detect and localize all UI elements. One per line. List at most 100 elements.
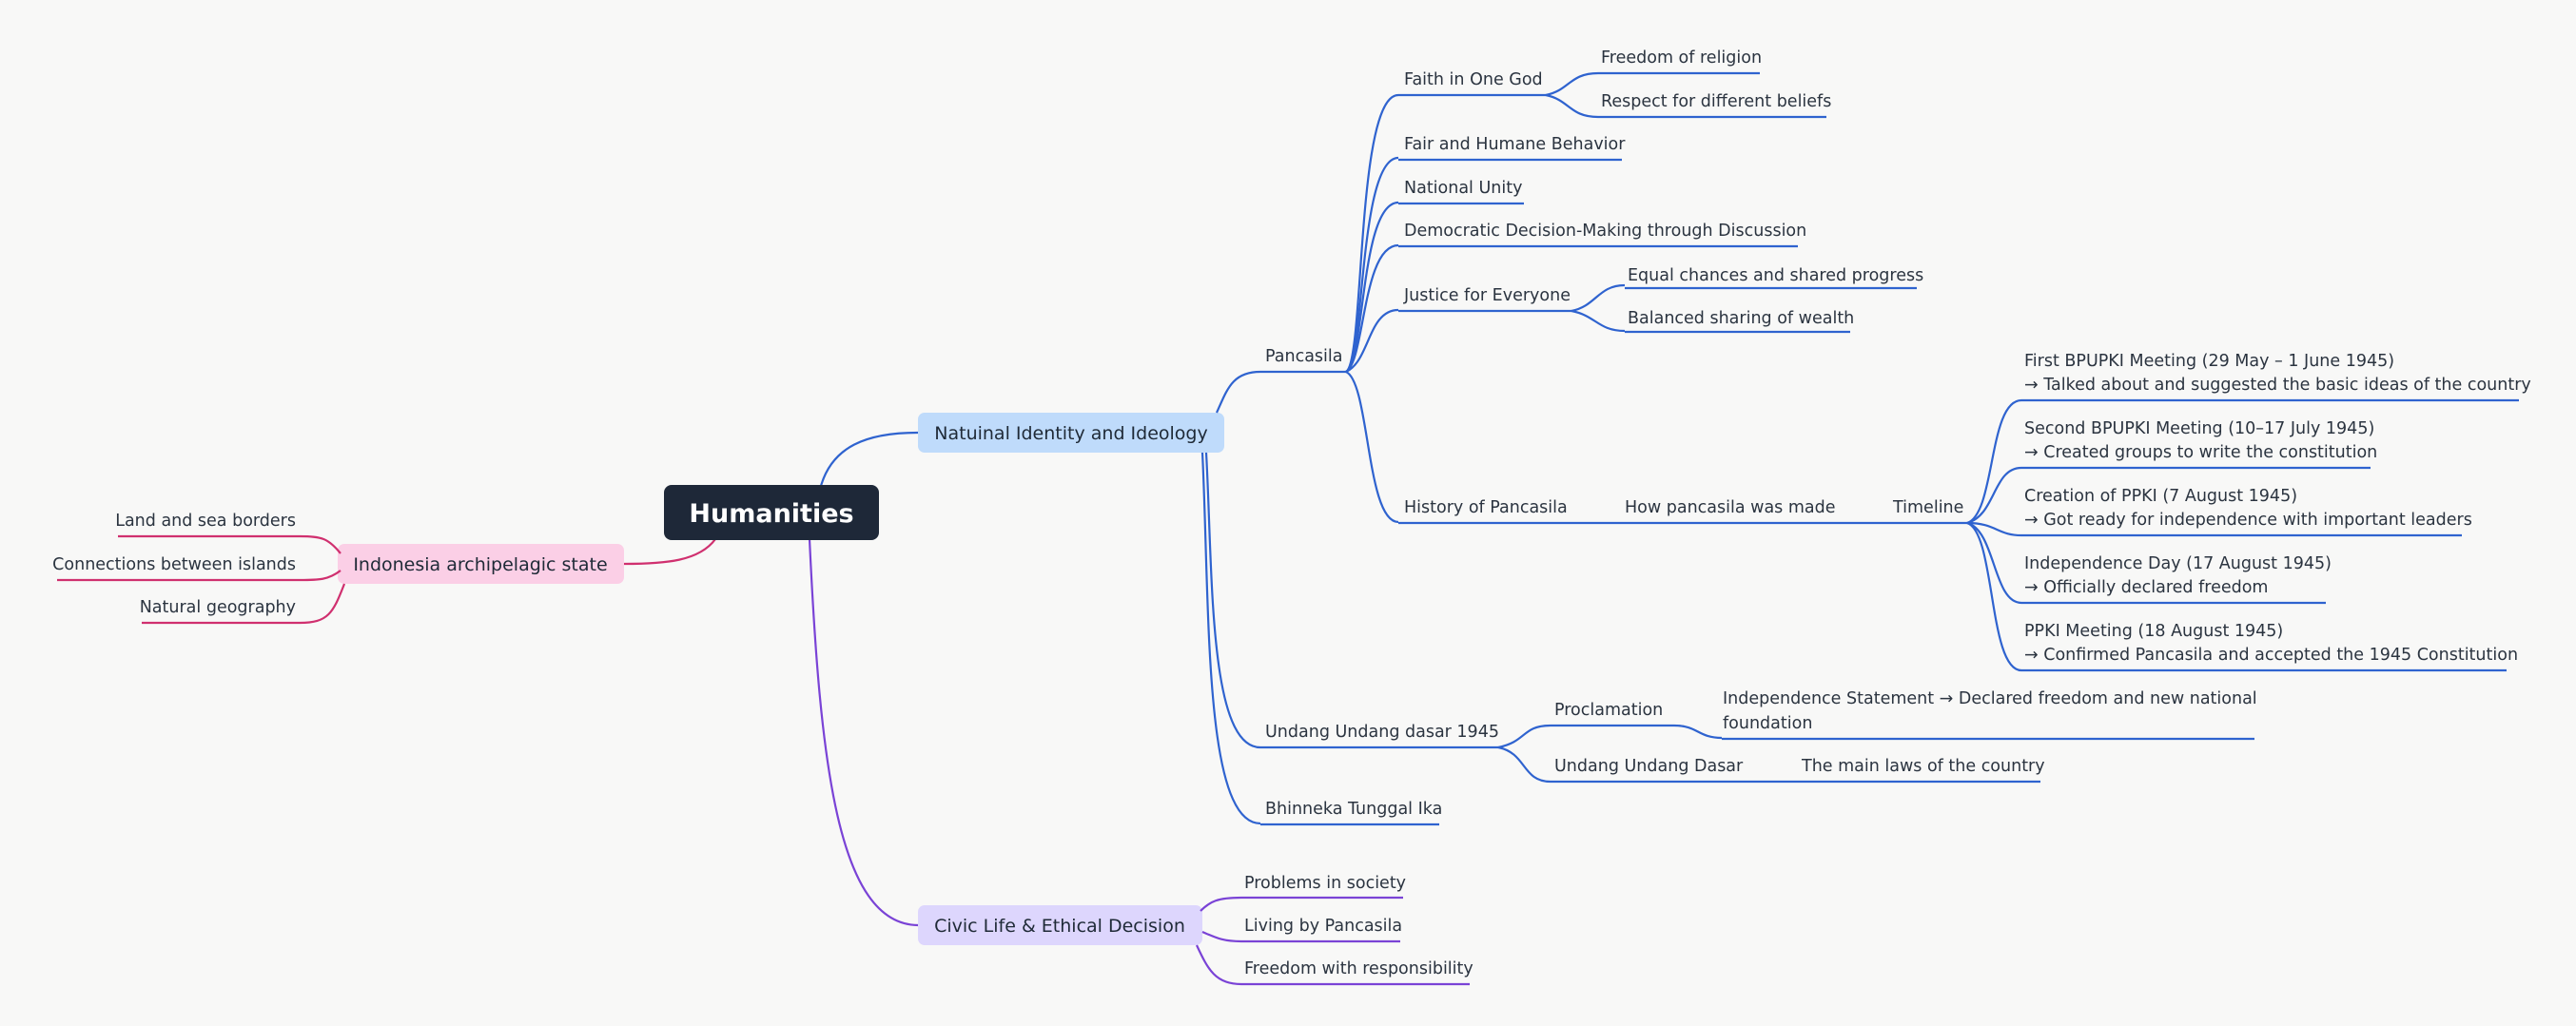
timeline-label: Timeline xyxy=(1892,498,1963,517)
proclamation-statement[interactable]: Independence Statement → Declared freedo… xyxy=(1722,689,2257,741)
democratic-node[interactable]: Democratic Decision-Making through Discu… xyxy=(1398,222,1806,248)
civic-node-box xyxy=(918,905,1202,945)
justice-node[interactable]: Justice for Everyone xyxy=(1398,286,1571,313)
connector-justice-balanced xyxy=(1571,309,1626,333)
connector-uud-dasar xyxy=(1497,745,1551,784)
uud-node[interactable]: Undang Undang dasar 1945 xyxy=(1260,723,1499,749)
connector-pancasila-history xyxy=(1345,370,1399,524)
civic-label: Civic Life & Ethical Decision xyxy=(934,916,1185,937)
connector-archipelago-borders xyxy=(299,534,342,554)
connector-timeline-event xyxy=(1966,466,2022,525)
justice-child-equal[interactable]: Equal chances and shared progress xyxy=(1625,266,1923,290)
timeline-event[interactable]: Second BPUPKI Meeting (10–17 July 1945) … xyxy=(2021,419,2377,470)
proclamation-statement-line1: Independence Statement → Declared freedo… xyxy=(1723,689,2257,708)
fair-node[interactable]: Fair and Humane Behavior xyxy=(1398,135,1626,162)
connector-timeline-event xyxy=(1966,521,2022,672)
archipelago-label: Indonesia archipelagic state xyxy=(353,554,607,575)
proclamation-node[interactable]: Proclamation xyxy=(1551,701,1674,727)
timeline-event-detail: → Got ready for independence with import… xyxy=(2024,511,2472,530)
connector-pancasila-democratic xyxy=(1345,243,1399,373)
connector-identity-uud xyxy=(1204,452,1261,749)
archipelago-child-connections[interactable]: Connections between islands xyxy=(52,555,300,582)
timeline-event-title: First BPUPKI Meeting (29 May – 1 June 19… xyxy=(2024,352,2394,371)
connector-identity-bhinneka xyxy=(1200,452,1261,825)
connector-timeline-event xyxy=(1966,398,2022,525)
connector-faith-religion xyxy=(1545,71,1599,97)
timeline-node[interactable]: Timeline xyxy=(1888,498,1967,525)
history-label: History of Pancasila xyxy=(1404,498,1568,517)
civic-child-label: Living by Pancasila xyxy=(1244,917,1402,936)
connector-archipelago-connections xyxy=(299,570,342,582)
archipelago-child-borders[interactable]: Land and sea borders xyxy=(115,512,300,538)
timeline-event-title: Creation of PPKI (7 August 1945) xyxy=(2024,487,2297,506)
connector-root-civic xyxy=(808,538,919,927)
identity-node[interactable]: Natuinal Identity and Ideology xyxy=(918,413,1224,453)
identity-label: Natuinal Identity and Ideology xyxy=(934,423,1207,444)
civic-node[interactable]: Civic Life & Ethical Decision xyxy=(918,905,1202,945)
archipelago-child-label: Natural geography xyxy=(140,598,296,617)
timeline-event[interactable]: PPKI Meeting (18 August 1945) → Confirme… xyxy=(2021,622,2518,672)
identity-node-box xyxy=(918,413,1224,453)
proclamation-label: Proclamation xyxy=(1554,701,1663,720)
connector-justice-equal xyxy=(1571,283,1626,313)
justice-label: Justice for Everyone xyxy=(1403,286,1571,305)
faith-child-respect[interactable]: Respect for different beliefs xyxy=(1598,92,1831,119)
bhinneka-label: Bhinneka Tunggal Ika xyxy=(1265,800,1442,819)
archipelago-child-label: Land and sea borders xyxy=(115,512,296,531)
history-how-node[interactable]: How pancasila was made xyxy=(1617,498,1888,525)
connector-civic-freedom xyxy=(1196,944,1242,986)
faith-child-label: Freedom of religion xyxy=(1601,48,1762,68)
timeline-event-title: Independence Day (17 August 1945) xyxy=(2024,554,2332,573)
uud-dasar-child[interactable]: The main laws of the country xyxy=(1796,757,2045,784)
timeline-event-detail: → Created groups to write the constituti… xyxy=(2024,443,2377,462)
connector-civic-problems xyxy=(1200,896,1242,912)
connector-timeline-event xyxy=(1966,521,2022,605)
root-node-box xyxy=(664,485,879,540)
history-node[interactable]: History of Pancasila xyxy=(1398,498,1617,525)
timeline-event-detail: → Confirmed Pancasila and accepted the 1… xyxy=(2024,646,2518,665)
timeline-event-title: Second BPUPKI Meeting (10–17 July 1945) xyxy=(2024,419,2374,438)
civic-child-living[interactable]: Living by Pancasila xyxy=(1241,917,1402,943)
archipelago-child-geography[interactable]: Natural geography xyxy=(140,598,300,625)
uud-dasar-node[interactable]: Undang Undang Dasar xyxy=(1551,757,1796,784)
bhinneka-node[interactable]: Bhinneka Tunggal Ika xyxy=(1260,800,1442,826)
connector-root-identity xyxy=(819,431,919,487)
connector-archipelago-geography xyxy=(299,583,346,625)
connector-faith-respect xyxy=(1545,93,1599,119)
timeline-event[interactable]: Independence Day (17 August 1945) → Offi… xyxy=(2021,554,2332,605)
fair-label: Fair and Humane Behavior xyxy=(1404,135,1626,154)
timeline-event[interactable]: First BPUPKI Meeting (29 May – 1 June 19… xyxy=(2021,352,2531,402)
connector-proclamation-statement xyxy=(1673,724,1723,740)
archipelago-node-box xyxy=(338,544,624,584)
uud-dasar-child-label: The main laws of the country xyxy=(1801,757,2045,776)
justice-child-label: Balanced sharing of wealth xyxy=(1628,309,1854,328)
civic-child-label: Freedom with responsibility xyxy=(1244,959,1473,978)
connector-timeline-event xyxy=(1966,521,2022,537)
pancasila-node[interactable]: Pancasila xyxy=(1260,347,1346,374)
connector-pancasila-justice xyxy=(1345,308,1399,374)
civic-child-label: Problems in society xyxy=(1244,874,1406,893)
timeline-event[interactable]: Creation of PPKI (7 August 1945) → Got r… xyxy=(2021,487,2472,537)
justice-child-balanced[interactable]: Balanced sharing of wealth xyxy=(1625,309,1854,334)
proclamation-statement-line2: foundation xyxy=(1723,714,1812,733)
root-node[interactable]: Humanities xyxy=(664,485,879,540)
faith-child-label: Respect for different beliefs xyxy=(1601,92,1831,111)
pancasila-label: Pancasila xyxy=(1265,347,1343,366)
timeline-event-title: PPKI Meeting (18 August 1945) xyxy=(2024,622,2283,641)
connector-civic-living xyxy=(1201,930,1242,943)
timeline-event-detail: → Officially declared freedom xyxy=(2024,578,2268,597)
faith-label: Faith in One God xyxy=(1404,70,1543,89)
justice-child-label: Equal chances and shared progress xyxy=(1628,266,1923,285)
democratic-label: Democratic Decision-Making through Discu… xyxy=(1404,222,1806,241)
civic-child-problems[interactable]: Problems in society xyxy=(1241,874,1406,900)
civic-child-freedom[interactable]: Freedom with responsibility xyxy=(1241,959,1473,986)
archipelago-child-label: Connections between islands xyxy=(52,555,296,574)
history-how-label: How pancasila was made xyxy=(1625,498,1836,517)
archipelago-node[interactable]: Indonesia archipelagic state xyxy=(338,544,624,584)
faith-node[interactable]: Faith in One God xyxy=(1398,70,1546,97)
faith-child-religion[interactable]: Freedom of religion xyxy=(1598,48,1762,75)
unity-node[interactable]: National Unity xyxy=(1398,179,1524,205)
uud-label: Undang Undang dasar 1945 xyxy=(1265,723,1499,742)
connector-uud-proclamation xyxy=(1497,724,1551,749)
